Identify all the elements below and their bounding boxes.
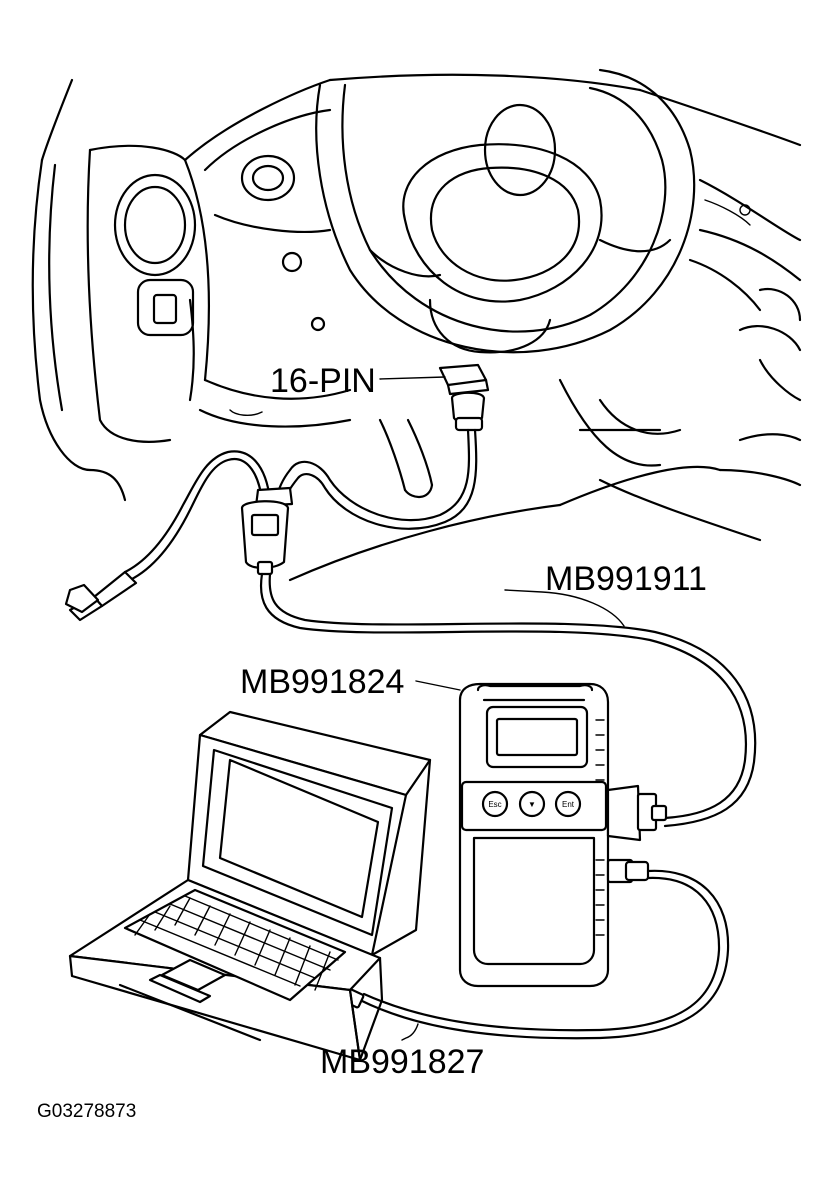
interface-unit-device <box>458 682 668 988</box>
down-button-label: ▼ <box>528 800 536 809</box>
keyboard-keys <box>134 895 339 991</box>
diagnostic-connector <box>438 363 490 432</box>
label-mb991911: MB991911 <box>545 560 707 598</box>
label-mb991827: MB991827 <box>320 1043 484 1081</box>
leader-lines <box>379 376 625 1041</box>
device-side-ribs <box>595 719 605 936</box>
label-mb991824: MB991824 <box>240 663 404 701</box>
ent-button-label: Ent <box>562 800 575 809</box>
figure-code: G03278873 <box>37 1101 136 1122</box>
esc-button-label: Esc <box>488 800 501 809</box>
dashboard-illustration <box>31 68 802 582</box>
label-16-pin: 16-PIN <box>270 362 376 400</box>
laptop-computer <box>68 710 432 1062</box>
cable-mb991911-harness <box>64 428 757 828</box>
